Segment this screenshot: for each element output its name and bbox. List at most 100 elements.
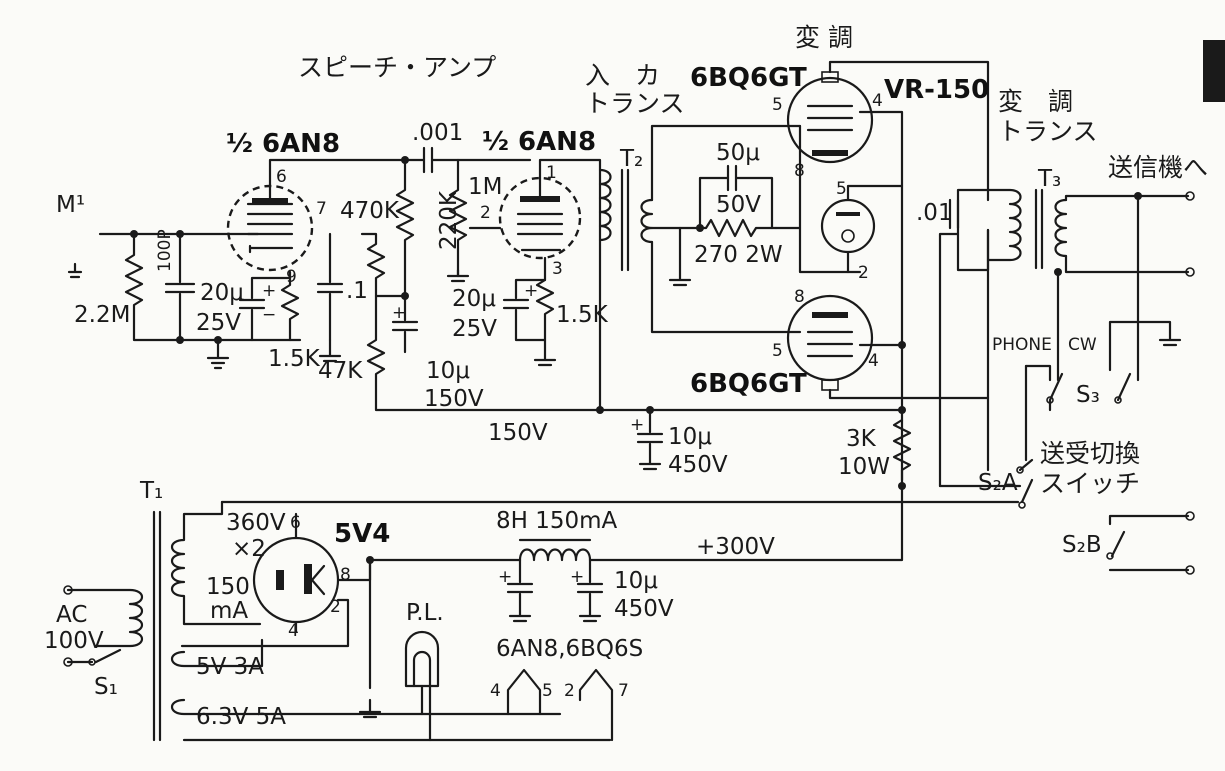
potentiometer-1m [448, 158, 468, 278]
choke-label: 8H 150mA [496, 508, 618, 534]
svg-text:3: 3 [552, 259, 563, 279]
capacitor-10u-450v-b [636, 408, 664, 471]
r-220k-label: 220K [436, 190, 462, 250]
svg-text:+: + [630, 415, 644, 435]
page-edge-tab [1203, 40, 1225, 102]
output-terminal-2 [1185, 267, 1195, 277]
output-terminal-1 [1185, 191, 1195, 201]
tube-5v4-rectifier [252, 536, 340, 624]
t1-hv-winding [170, 500, 262, 626]
svg-text:+: + [498, 567, 512, 587]
speech-amp-heading: スピーチ・アンプ [298, 53, 496, 82]
switch-s2b [1108, 514, 1190, 572]
capacitor-50u-50v [698, 164, 774, 230]
v3-grids [806, 104, 854, 132]
resistor-47k [366, 294, 902, 412]
input-transformer-label-2: トランス [585, 89, 685, 118]
r-1-5k-a-label: 1.5K [268, 346, 321, 372]
resistor-1-5k-cathode [280, 270, 300, 342]
resistor-270-2w [678, 218, 778, 238]
t1-primary-winding [66, 588, 144, 664]
svg-text:5: 5 [836, 179, 847, 199]
capacitor-0-1 [316, 232, 344, 342]
ground-symbol [67, 262, 83, 279]
modulator-heading: 変 調 [795, 23, 853, 52]
vr-150-label: VR-150 [884, 75, 989, 105]
v1-grids [246, 202, 294, 236]
tube-v2-6an8 [498, 176, 582, 260]
svg-text:8: 8 [794, 287, 805, 307]
resistor-3k-10w [892, 418, 912, 488]
input-transformer-label-1: 入 カ [585, 61, 660, 90]
heater-tubes-label: 6AN8,6BQ6S [496, 636, 643, 662]
5v4-tube-label: 5V4 [334, 519, 390, 549]
v2-tube-label: ½ 6AN8 [482, 127, 596, 157]
phone-label: PHONE [992, 335, 1052, 355]
capacitor-001 [403, 146, 532, 174]
svg-text:7: 7 [316, 199, 327, 219]
svg-text:7: 7 [618, 681, 629, 701]
s2b-label: S₂B [1062, 532, 1102, 558]
svg-text:6: 6 [276, 167, 287, 187]
c-10u-b-label: 10μ [668, 424, 712, 450]
v1-plate-wire [268, 158, 407, 200]
capacitor-10u-150v [391, 294, 419, 354]
svg-text:2: 2 [480, 203, 491, 223]
t3-primary [986, 188, 1022, 262]
c-50u-label: 50μ [716, 140, 760, 166]
c-001-label: .001 [412, 120, 463, 146]
v-25-b-label: 25V [452, 316, 497, 342]
c-20u-a-label: 20μ [200, 280, 244, 306]
v1-tube-label: ½ 6AN8 [226, 129, 340, 159]
filter-choke [518, 538, 592, 562]
v2-plate-wire [538, 158, 602, 412]
t2-core [620, 168, 630, 272]
svg-text:5: 5 [772, 341, 783, 361]
v-150-a-label: 150V [424, 386, 484, 412]
r-3k-label: 3K [846, 426, 877, 452]
svg-text:−: − [262, 305, 276, 325]
r-470k-label: 470K [340, 198, 400, 224]
screen-wire [858, 110, 904, 482]
svg-text:4: 4 [490, 681, 501, 701]
capacitor-100p [164, 232, 196, 342]
svg-text:4: 4 [872, 91, 883, 111]
svg-text:+: + [392, 303, 406, 323]
resistor-1-5k-b [535, 256, 555, 342]
t3-core [1034, 188, 1044, 270]
resistor-470k [395, 158, 415, 298]
mod-transformer-label-1: 変 調 [998, 87, 1073, 116]
c-10u-a-label: 10μ [426, 358, 470, 384]
r-47k-label: 47K [318, 358, 363, 384]
t2-primary [598, 168, 612, 242]
svg-text:+: + [570, 567, 584, 587]
resistor-47k-decoupling [360, 232, 407, 298]
rail-300v-label: +300V [696, 534, 775, 560]
to-transmitter-label: 送信機へ [1108, 153, 1208, 182]
v-450-c-label: 450V [614, 596, 674, 622]
v4-grids [806, 330, 854, 358]
capacitor-20u-25v-b [502, 278, 557, 367]
hv-label-3: 150 [206, 574, 250, 600]
svg-text:8: 8 [794, 161, 805, 181]
v2-grid [516, 212, 564, 236]
tube-v4-6bq6gt [786, 294, 874, 382]
svg-text:4: 4 [288, 621, 299, 641]
svg-text:2: 2 [564, 681, 575, 701]
vr-150-regulator [820, 198, 876, 254]
heater-connections [506, 668, 614, 742]
c-01-b-label: .01 [916, 200, 953, 226]
pilot-lamp [404, 630, 440, 688]
c-20u-b-label: 20μ [452, 286, 496, 312]
svg-text:2: 2 [330, 597, 341, 617]
switch-s3 [1024, 364, 1132, 412]
t2-secondary-wires [650, 124, 802, 334]
svg-text:2: 2 [858, 263, 869, 283]
r-1-5k-b-label: 1.5K [556, 302, 609, 328]
mic-label: M¹ [56, 192, 85, 218]
c-10u-c-label: 10μ [614, 568, 658, 594]
svg-text:9: 9 [286, 267, 297, 287]
tube-v3-6bq6gt [786, 76, 874, 164]
rail-150v-label: 150V [488, 420, 548, 446]
t3-label: T₃ [1037, 166, 1061, 192]
